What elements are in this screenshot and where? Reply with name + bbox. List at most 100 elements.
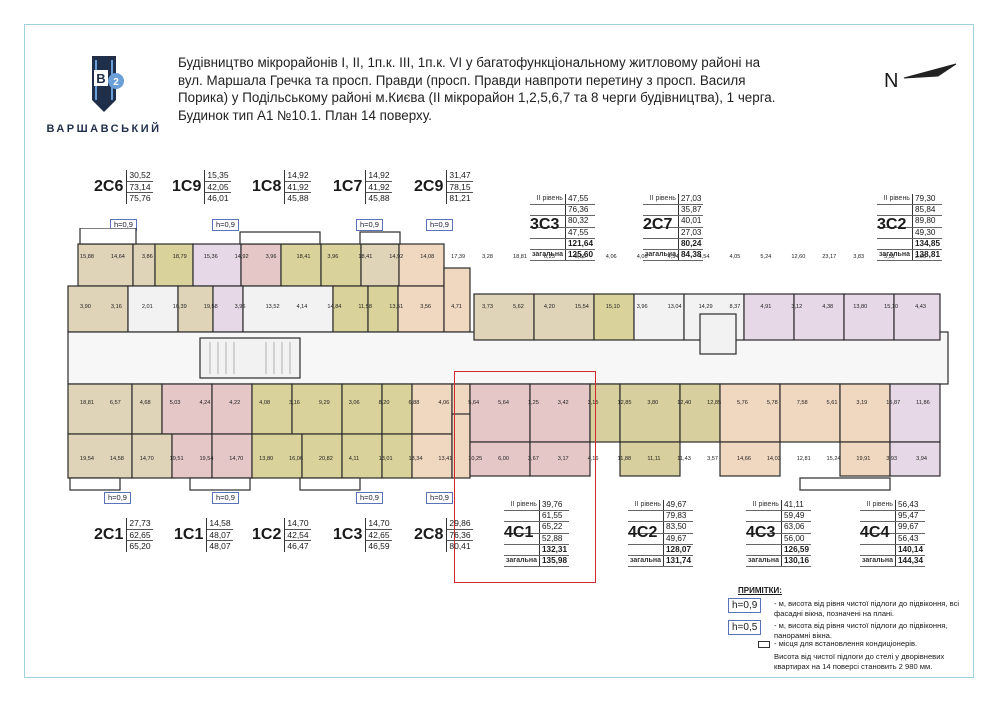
note-text: - м, висота від рівня чистої підлоги до … (774, 599, 960, 618)
unit-value: 48,07 (209, 541, 231, 551)
unit-value: 14,92 (285, 170, 311, 182)
unit-value: 46,59 (368, 541, 390, 551)
unit-value: 42,05 (205, 181, 231, 193)
room-area-label: 3,12 (791, 304, 802, 310)
unit-value: 14,92 (366, 170, 392, 182)
room-area-label: 14,66 (737, 456, 751, 462)
room-area-label: 14,29 (699, 304, 713, 310)
unit-value: 27,03 (677, 194, 704, 206)
unit-value: 56,43 (894, 500, 926, 512)
room-area-label: 19,51 (170, 456, 184, 462)
unit-value: 65,22 (538, 521, 570, 534)
notes-heading: ПРИМІТКИ: (738, 586, 782, 595)
unit-value: 80,41 (449, 541, 471, 551)
total-label: загальна (877, 249, 913, 262)
total-label: загальна (530, 249, 566, 262)
unit-value: 78,15 (447, 181, 473, 193)
sill-height-label: h=0,9 (728, 598, 762, 613)
panoramic-sill-label: h=0,5 (728, 620, 762, 635)
room-area-label: 4,20 (544, 304, 555, 310)
room-area-label: 14,08 (420, 254, 434, 260)
room-area-label: 19,54 (80, 456, 94, 462)
north-arrow-icon (903, 63, 957, 79)
room-area-label: 3,28 (482, 254, 493, 260)
unit-code: 3С2 (877, 216, 907, 233)
north-label: N (884, 70, 899, 92)
unit-value: 41,92 (366, 181, 392, 193)
unit-value: 63,06 (780, 521, 812, 534)
unit-value: 76,36 (447, 529, 473, 541)
room-area-label: 18,41 (297, 254, 311, 260)
unit-code: 2С1 (94, 525, 124, 543)
sill-height-label: h=0,9 (356, 492, 383, 504)
room-area-label: 4,05 (730, 254, 741, 260)
unit-value: 56,43 (894, 533, 926, 545)
unit-value: 75,76 (129, 193, 151, 203)
unit-value: 14,58 (207, 518, 233, 530)
unit-value: 46,47 (287, 541, 309, 551)
unit-value: 132,31 (538, 544, 570, 557)
room-area-label: 3,73 (482, 304, 493, 310)
room-area-label: 3,56 (420, 304, 431, 310)
svg-text:B: B (96, 71, 105, 86)
level-label: ІІ рівень (530, 194, 566, 206)
title-line: Порика) у Подільському районі м.Києва (І… (178, 90, 776, 106)
room-area-label: 16,06 (289, 456, 303, 462)
unit-value: 35,87 (677, 204, 704, 217)
unit-code: 1С2 (252, 525, 282, 543)
total-value: 144,34 (894, 555, 926, 568)
title-line: вул. Маршала Гречка та просп. Правди (пр… (178, 72, 746, 88)
unit-value: 80,24 (677, 238, 704, 251)
room-area-label: 15,87 (886, 400, 900, 406)
room-area-label: 4,14 (297, 304, 308, 310)
logo-icon: B 2 (92, 56, 124, 112)
room-area-label: 13,80 (853, 304, 867, 310)
unit-code: 1С8 (252, 177, 282, 195)
room-area-label: 18,41 (358, 254, 372, 260)
unit-value: 30,52 (127, 170, 153, 182)
room-area-label: 4,06 (438, 400, 449, 406)
room-area-label: 19,58 (204, 304, 218, 310)
room-area-label: 12,85 (618, 400, 632, 406)
unit-code: 1С3 (333, 525, 363, 543)
room-area-label: 8,37 (730, 304, 741, 310)
room-area-label: 16,39 (173, 304, 187, 310)
room-area-label: 15,88 (80, 254, 94, 260)
total-value: 130,16 (780, 555, 812, 568)
unit-value: 89,80 (911, 215, 943, 228)
room-area-label: 14,92 (389, 254, 403, 260)
unit-value: 27,73 (127, 518, 153, 530)
unit-value: 134,85 (911, 238, 943, 251)
unit-value: 46,01 (207, 193, 229, 203)
room-area-label: 4,24 (199, 400, 210, 406)
level-label: ІІ рівень (628, 500, 664, 512)
room-area-label: 9,29 (319, 400, 330, 406)
room-area-label: 13,04 (668, 304, 682, 310)
unit-code: 4С4 (860, 524, 890, 541)
unit-value: 41,11 (780, 500, 812, 512)
room-area-label: 2,01 (142, 304, 153, 310)
unit-value: 52,88 (538, 533, 570, 545)
room-area-label: 14,84 (327, 304, 341, 310)
unit-value: 121,64 (564, 238, 596, 251)
room-area-label: 11,86 (916, 400, 930, 406)
room-area-label: 18,81 (80, 400, 94, 406)
unit-code: 4С1 (504, 524, 534, 541)
room-area-label: 3,16 (289, 400, 300, 406)
unit-value: 31,47 (447, 170, 473, 182)
unit-value: 49,67 (662, 533, 694, 545)
total-label: загальна (860, 555, 896, 568)
unit-value: 126,59 (780, 544, 812, 557)
note-row (758, 641, 770, 651)
room-area-label: 13,41 (438, 456, 452, 462)
title-line: Будівництво мікрорайонів І, ІІ, 1п.к. ІІ… (178, 55, 761, 70)
svg-text:2: 2 (113, 77, 119, 88)
sill-height-label: h=0,9 (104, 492, 131, 504)
room-area-label: 14,70 (229, 456, 243, 462)
